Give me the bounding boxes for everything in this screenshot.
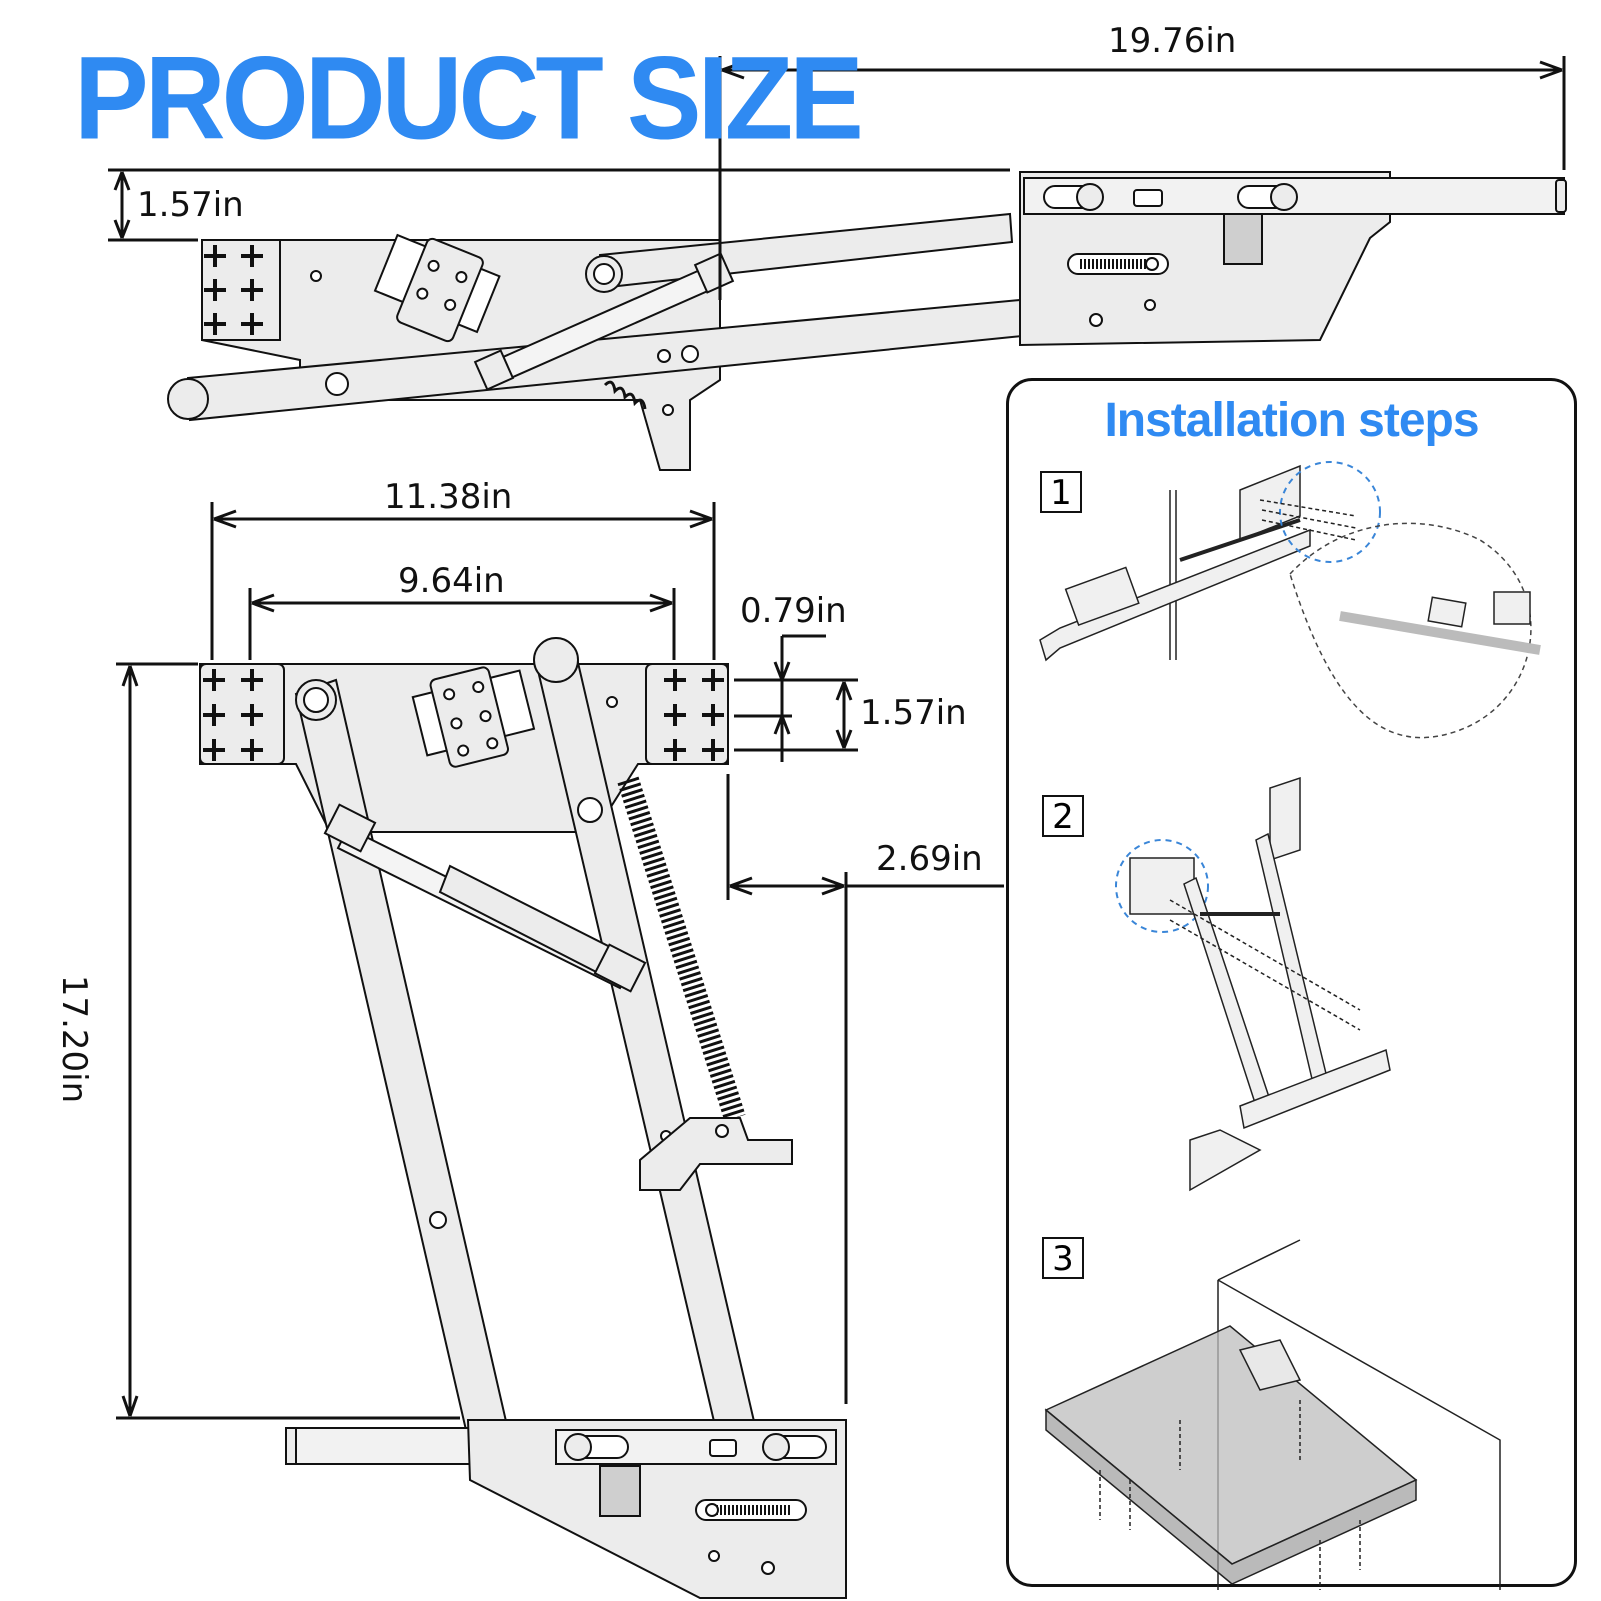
top-dimension-lines <box>108 56 1566 300</box>
installation-title: Installation steps <box>1104 394 1479 447</box>
step-3-illustration <box>1044 1239 1501 1590</box>
folded-mechanism <box>167 171 1567 471</box>
step-number-1: 1 <box>1040 471 1082 513</box>
unfolded-mechanism <box>199 637 847 1599</box>
dim-offset: 2.69in <box>876 839 983 879</box>
step-2-illustration <box>1115 776 1391 1192</box>
step-1-illustration <box>1039 461 1541 739</box>
dim-folded-height: 1.57in <box>137 185 244 225</box>
bottom-dimension-lines <box>116 502 1004 1420</box>
dim-plate-width-outer: 11.38in <box>384 477 513 517</box>
dim-total-length: 19.76in <box>1108 21 1237 61</box>
page-title: PRODUCT SIZE <box>74 32 864 164</box>
step-number-3: 3 <box>1042 1237 1084 1279</box>
dim-plate-height: 1.57in <box>860 693 967 733</box>
dim-hole-spacing: 0.79in <box>740 591 847 631</box>
step-number-2: 2 <box>1042 795 1084 837</box>
dim-plate-width-inner: 9.64in <box>398 561 505 601</box>
